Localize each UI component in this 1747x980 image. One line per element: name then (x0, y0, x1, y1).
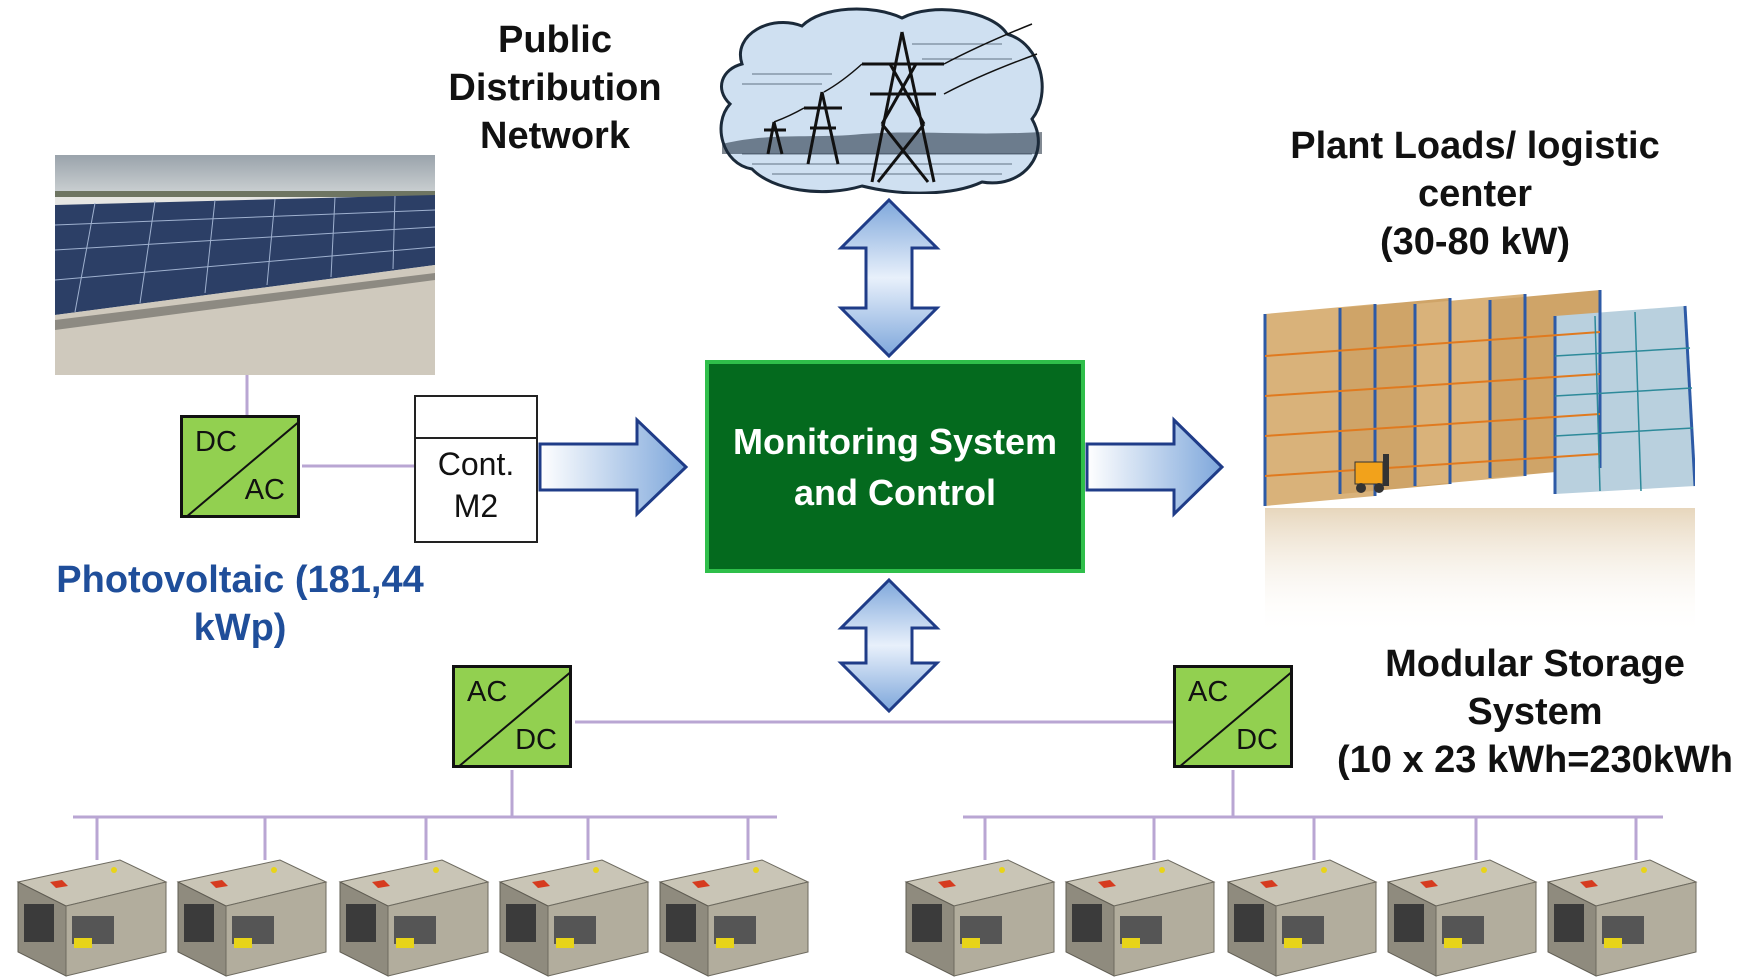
battery-warning-dot (433, 867, 439, 873)
battery-label (1604, 938, 1622, 948)
battery-brand-stripe (938, 880, 956, 888)
meter-m2-box: Cont. M2 (414, 395, 538, 543)
battery-terminal (184, 904, 214, 942)
storage-left-ac-dc-converter: AC DC (452, 665, 572, 768)
battery-brand-stripe (1580, 880, 1598, 888)
arrow-control-storage (837, 577, 941, 714)
battery-warning-dot (1321, 867, 1327, 873)
battery-warning-dot (593, 867, 599, 873)
monitoring-control-label: Monitoring System and Control (732, 420, 1058, 513)
battery-terminal (666, 904, 696, 942)
battery-brand-stripe (532, 880, 550, 888)
converter-diagonal (1180, 672, 1290, 765)
battery-module (1226, 859, 1378, 977)
converter-output-label: DC (515, 724, 557, 756)
storage-right-ac-dc-converter: AC DC (1173, 665, 1293, 768)
battery-module (338, 859, 490, 977)
battery-label (1122, 938, 1140, 948)
battery-terminal (346, 904, 376, 942)
battery-brand-stripe (210, 880, 228, 888)
battery-side (953, 881, 1055, 977)
battery-terminal (1072, 904, 1102, 942)
solar-panels-photo (55, 155, 435, 375)
converter-output-label: DC (1236, 724, 1278, 756)
photovoltaic-title: Photovoltaic (181,44 kWp) (56, 559, 424, 649)
battery-module (1064, 859, 1216, 977)
battery-warning-dot (753, 867, 759, 873)
battery-side (1435, 881, 1537, 977)
storage-title: Modular Storage System (10 x 23 kWh=230k… (1336, 643, 1733, 781)
battery-module (498, 859, 650, 977)
battery-label (1284, 938, 1302, 948)
arrow-grid-control (837, 197, 941, 359)
battery-side (1595, 881, 1697, 977)
meter-label: Cont. M2 (437, 446, 515, 524)
battery-module (658, 859, 810, 977)
pv-dc-ac-converter: DC AC (180, 415, 300, 518)
battery-brand-stripe (1260, 880, 1278, 888)
battery-side (547, 881, 649, 977)
battery-side (65, 881, 167, 977)
meter-header (416, 397, 536, 439)
battery-side (1275, 881, 1377, 977)
battery-label (962, 938, 980, 948)
battery-label (716, 938, 734, 948)
converter-input-label: AC (467, 676, 508, 708)
grid-title: Public Distribution Network (448, 19, 662, 157)
converter-diagonal (187, 422, 297, 515)
power-tower-illustration (719, 7, 1044, 194)
battery-warning-dot (1481, 867, 1487, 873)
battery-brand-stripe (50, 880, 68, 888)
battery-terminal (1554, 904, 1584, 942)
battery-warning-dot (1159, 867, 1165, 873)
converter-input-label: AC (1188, 676, 1229, 708)
converter-input-label: DC (195, 426, 237, 458)
battery-label (1444, 938, 1462, 948)
battery-label (234, 938, 252, 948)
battery-terminal (1394, 904, 1424, 942)
warehouse-racks-illustration (1263, 290, 1695, 636)
battery-brand-stripe (1420, 880, 1438, 888)
converter-diagonal (459, 672, 569, 765)
battery-module (1386, 859, 1538, 977)
battery-terminal (506, 904, 536, 942)
monitoring-control-box: Monitoring System and Control (705, 360, 1085, 573)
battery-terminal (24, 904, 54, 942)
battery-module (16, 859, 168, 977)
battery-module (1546, 859, 1698, 977)
battery-brand-stripe (1098, 880, 1116, 888)
battery-terminal (912, 904, 942, 942)
battery-label (556, 938, 574, 948)
battery-warning-dot (999, 867, 1005, 873)
battery-warning-dot (111, 867, 117, 873)
battery-brand-stripe (692, 880, 710, 888)
battery-side (1113, 881, 1215, 977)
arrow-meter-to-control (538, 416, 689, 518)
battery-label (396, 938, 414, 948)
battery-brand-stripe (372, 880, 390, 888)
converter-output-label: AC (244, 474, 285, 506)
battery-warning-dot (271, 867, 277, 873)
battery-warning-dot (1641, 867, 1647, 873)
battery-module (176, 859, 328, 977)
battery-side (387, 881, 489, 977)
battery-module (904, 859, 1056, 977)
plant-loads-title: Plant Loads/ logistic center (30-80 kW) (1290, 125, 1660, 263)
battery-label (74, 938, 92, 948)
arrow-control-to-loads (1085, 416, 1225, 518)
battery-side (225, 881, 327, 977)
battery-side (707, 881, 809, 977)
battery-terminal (1234, 904, 1264, 942)
